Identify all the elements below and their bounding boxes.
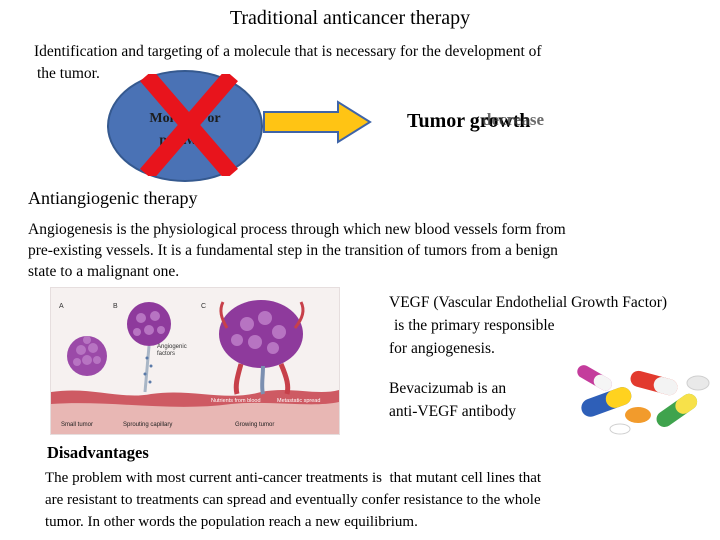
vegf-line-1: VEGF (Vascular Endothelial Growth Factor…	[389, 294, 668, 311]
vegf-line-2: is the primary responsible	[394, 317, 555, 334]
red-x-cross-icon	[140, 74, 238, 176]
antiangiogenic-line-2: pre-existing vessels. It is a fundamenta…	[28, 242, 558, 259]
spread-label: Metastatic spread	[277, 398, 320, 404]
intro-line-1: Identification and targeting of a molecu…	[34, 43, 542, 60]
intro-text: Identification and targeting of a molecu…	[34, 41, 674, 85]
pills-photo	[566, 363, 716, 436]
tumor-decrease-overlay: decrease	[482, 110, 544, 129]
bevacizumab-text: Bevacizumab is an anti-VEGF antibody	[389, 377, 559, 423]
disadvantages-line-3: tumor. In other words the population rea…	[45, 514, 418, 530]
growing-tumor-icon	[219, 300, 305, 395]
intro-line-2: the tumor.	[37, 65, 100, 82]
figure-label-a: A	[59, 303, 64, 310]
vegf-line-3: for angiogenesis.	[389, 340, 495, 357]
disadvantages-body: The problem with most current anti-cance…	[45, 467, 655, 533]
antiangiogenic-heading: Antiangiogenic therapy	[28, 188, 198, 208]
antiangiogenic-line-3: state to a malignant one.	[28, 263, 180, 280]
tumor-growth-text: Tumor growth	[407, 110, 531, 132]
angiogenesis-figure: A B Angiogenic factors C Nutrients from …	[50, 287, 340, 435]
figure-label-b: B	[113, 303, 118, 310]
caption-small-tumor: Small tumor	[61, 422, 93, 428]
right-arrow-icon	[263, 100, 372, 144]
nutrients-label: Nutrients from blood	[211, 398, 261, 404]
beva-line-1: Bevacizumab is an	[389, 380, 507, 397]
antiangiogenic-body: Angiogenesis is the physiological proces…	[28, 219, 688, 282]
disadvantages-line-2: are resistant to treatments can spread a…	[45, 492, 541, 508]
slide-title: Traditional anticancer therapy	[229, 7, 471, 29]
angiogenic-label-2: factors	[157, 351, 175, 357]
sprouting-tumor-icon	[127, 302, 171, 393]
small-tumor-icon	[67, 336, 107, 376]
figure-label-c: C	[201, 303, 206, 310]
vegf-text: VEGF (Vascular Endothelial Growth Factor…	[389, 291, 719, 360]
angiogenic-label: Angiogenic	[157, 344, 187, 350]
caption-sprouting: Sprouting capillary	[123, 422, 172, 428]
antiangiogenic-line-1: Angiogenesis is the physiological proces…	[28, 221, 566, 238]
disadvantages-heading: Disadvantages	[47, 443, 149, 462]
tumor-growth-label: Tumor growth decrease	[407, 110, 544, 133]
caption-growing: Growing tumor	[235, 422, 274, 428]
beva-line-2: anti-VEGF antibody	[389, 403, 516, 420]
disadvantages-line-1: The problem with most current anti-cance…	[45, 470, 542, 486]
